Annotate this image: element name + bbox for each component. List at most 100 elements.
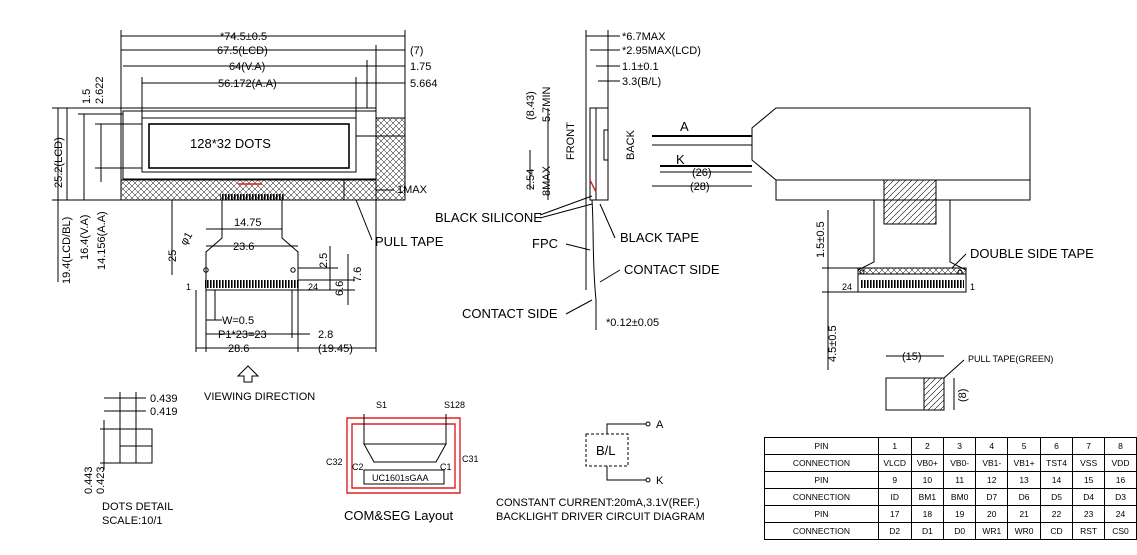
dim-side-1-1: 1.1±0.1	[622, 61, 659, 73]
line-k-label: K	[676, 152, 685, 167]
pin-number-cell: 10	[910, 471, 945, 489]
bl-a-label: A	[656, 419, 664, 431]
pin-number-cell: 20	[975, 505, 1009, 523]
back-pin-24: 24	[842, 282, 852, 292]
dim-5-664: 5.664	[410, 78, 438, 90]
fpc-label: FPC	[532, 236, 558, 251]
pin-number-cell: 14	[1039, 471, 1074, 489]
pin-number-cell: 7	[1072, 437, 1105, 455]
dim-1max: 1MAX	[397, 184, 428, 196]
pin-connection-cell: D5	[1039, 488, 1074, 506]
line-a-label: A	[680, 119, 689, 134]
connection-header-cell: CONNECTION	[764, 454, 879, 472]
s128-label: S128	[444, 400, 465, 410]
dim-7: (7)	[410, 45, 423, 57]
dim-1-75: 1.75	[410, 61, 431, 73]
pin-number-cell: 17	[877, 505, 912, 523]
pin-connection-cell: D7	[975, 488, 1009, 506]
side-view: *6.7MAX *2.95MAX(LCD) 1.1±0.1 3.3(B/L) (…	[435, 30, 720, 330]
contact-side-label-1: CONTACT SIDE	[624, 262, 720, 277]
pin-connection-cell: D6	[1007, 488, 1041, 506]
dots-detail-label: DOTS DETAIL	[102, 501, 173, 513]
pin-number-cell: 4	[975, 437, 1009, 455]
dim-side-3-3: 3.3(B/L)	[622, 76, 661, 88]
fpc-pin-24: 24	[308, 282, 318, 292]
pin-number-cell: 9	[877, 471, 912, 489]
pin-connection-cell: RST	[1072, 522, 1105, 540]
dim-aa-height: 14.156(A.A)	[96, 211, 108, 270]
s1-label: S1	[376, 400, 387, 410]
dim-side-6-7: *6.7MAX	[622, 31, 666, 43]
pin-connection-cell: WR1	[975, 522, 1009, 540]
pin-number-cell: 3	[943, 437, 977, 455]
dim-dot-419: 0.419	[150, 406, 178, 418]
pin-header-cell: PIN	[764, 471, 879, 489]
pull-tape-green-label: PULL TAPE(GREEN)	[968, 354, 1053, 364]
pin-number-cell: 6	[1039, 437, 1074, 455]
dim-19-45: (19.45)	[318, 343, 353, 355]
viewing-direction-label: VIEWING DIRECTION	[204, 391, 315, 403]
pin-number-cell: 15	[1072, 471, 1105, 489]
dim-1-5-top: 1.5	[81, 89, 93, 104]
pin-connection-cell: D4	[1072, 488, 1105, 506]
pin-number-cell: 18	[910, 505, 945, 523]
dim-r-4-5: 4.5±0.5	[827, 325, 839, 362]
bl-box-label: B/L	[596, 443, 616, 458]
dim-7-6: 7.6	[352, 267, 364, 282]
pin-number-cell: 16	[1104, 471, 1137, 489]
pin-connection-cell: VSS	[1072, 454, 1105, 472]
driver-diagram-label: BACKLIGHT DRIVER CIRCUIT DIAGRAM	[496, 511, 705, 523]
dim-side-2-95: *2.95MAX(LCD)	[622, 45, 701, 57]
back-pin-1: 1	[970, 282, 975, 292]
pin-connection-cell: VB1+	[1007, 454, 1041, 472]
dim-lcd-height: 25.2(LCD)	[53, 137, 65, 188]
front-label: FRONT	[565, 122, 577, 160]
pin-number-cell: 5	[1007, 437, 1041, 455]
contact-side-label-2: CONTACT SIDE	[462, 306, 558, 321]
dim-va-width: 64(V.A)	[229, 61, 265, 73]
backlight-circuit: B/L A K CONSTANT CURRENT:20mA,3.1V(REF.)…	[496, 419, 705, 523]
pin-number-cell: 12	[975, 471, 1009, 489]
pin-connection-cell: D0	[943, 522, 977, 540]
bl-k-label: K	[656, 475, 664, 487]
dim-tape-8: (8)	[957, 389, 969, 402]
pin-number-cell: 22	[1039, 505, 1074, 523]
dots-detail: 0.439 0.419 0.443 0.423 DOTS DETAIL SCAL…	[83, 392, 178, 527]
back-label: BACK	[625, 129, 637, 160]
dim-r-1-5: 1.5±0.5	[815, 221, 827, 258]
dim-14-75: 14.75	[234, 217, 262, 229]
c31-label: C31	[462, 454, 479, 464]
pin-number-cell: 11	[943, 471, 977, 489]
dots-label: 128*32 DOTS	[190, 136, 271, 151]
pin-connection-cell: TST4	[1039, 454, 1074, 472]
dim-6-6: 6.6	[334, 281, 346, 296]
pin-connection-cell: D2	[877, 522, 912, 540]
pin-connection-cell: BM0	[943, 488, 977, 506]
pin-connection-cell: D1	[910, 522, 945, 540]
pin-number-cell: 19	[943, 505, 977, 523]
pin-number-cell: 13	[1007, 471, 1041, 489]
c1-label: C1	[440, 462, 452, 472]
c2-label: C2	[352, 462, 364, 472]
dim-2-5: 2.5	[318, 253, 330, 268]
scale-label: SCALE:10/1	[102, 515, 163, 527]
front-view: *74.5±0.5 67.5(LCD) (7) 64(V.A) 1.75 56.…	[52, 30, 444, 403]
pin-connection-cell: BM1	[910, 488, 945, 506]
pin-number-cell: 2	[910, 437, 945, 455]
black-silicone-label: BLACK SILICONE	[435, 210, 542, 225]
com-seg-layout-label: COM&SEG Layout	[344, 508, 453, 523]
back-view: A K (26) (28) 24 1 DOUBLE SIDE TAPE 1.5±…	[652, 107, 1094, 370]
dim-dot-439: 0.439	[150, 393, 178, 405]
dim-side-8-43: (8.43)	[525, 91, 537, 120]
pin-connection-cell: WR0	[1007, 522, 1041, 540]
pin-connection-cell: D3	[1104, 488, 1137, 506]
pin-connection-cell: VB0+	[910, 454, 945, 472]
connection-header-cell: CONNECTION	[764, 488, 879, 506]
